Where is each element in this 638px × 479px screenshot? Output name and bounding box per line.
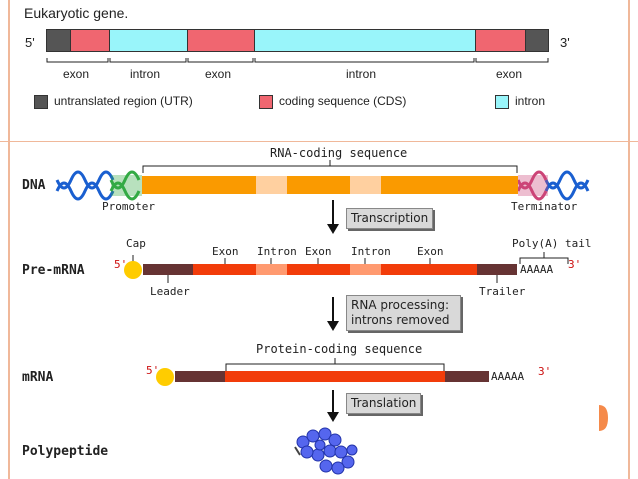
right-frame-line — [628, 0, 630, 479]
premrna-exon-1 — [193, 264, 256, 275]
premrna-intron-1 — [256, 264, 287, 275]
promoter-label: Promoter — [102, 200, 155, 213]
mrna-five-prime: 5' — [146, 364, 160, 377]
translation-label: Translation — [346, 393, 422, 414]
polypeptide-label: Polypeptide — [22, 444, 109, 459]
legend-utr-swatch — [34, 95, 48, 109]
polya-tail-label: Poly(A) tail — [512, 237, 592, 250]
rna-coding-bracket — [142, 160, 518, 173]
legend-utr-label: untranslated region (UTR) — [54, 94, 193, 108]
rna-coding-label: RNA-coding sequence — [270, 146, 408, 160]
protein-coding-label: Protein-coding sequence — [256, 342, 423, 356]
protein-coding-bracket — [225, 358, 445, 372]
segment-label-exon-3: exon — [496, 67, 523, 81]
mrna-label: mRNA — [22, 370, 54, 385]
section-divider — [0, 141, 638, 142]
utr-3-segment — [525, 29, 549, 52]
premrna-exon-2 — [287, 264, 350, 275]
slide-nav-tab-icon — [599, 405, 608, 431]
mrna-trailer — [445, 371, 489, 382]
trailer-label: Trailer — [479, 285, 526, 298]
dna-helix-left-icon — [55, 170, 115, 201]
left-frame-line — [8, 0, 10, 479]
premrna-label: Pre-mRNA — [22, 263, 85, 278]
segment-label-intron-2: intron — [346, 67, 377, 81]
mrna-polya: AAAAA — [491, 370, 525, 383]
terminator-helix-icon — [516, 170, 548, 201]
premrna-three-prime: 3' — [568, 258, 582, 271]
transcription-label: Transcription — [346, 208, 434, 229]
cap-label: Cap — [126, 237, 146, 250]
mrna-three-prime: 3' — [538, 365, 552, 378]
premrna-exon-1-label: Exon — [212, 245, 239, 258]
rna-processing-label: RNA processing: introns removed — [346, 295, 461, 331]
legend-cds-label: coding sequence (CDS) — [279, 94, 407, 108]
premrna-five-prime: 5' — [114, 258, 128, 271]
promoter-helix-icon — [109, 170, 142, 201]
premrna-trailer — [477, 264, 517, 275]
leader-label: Leader — [150, 285, 190, 298]
rna-processing-line-1: RNA processing: — [351, 298, 450, 312]
rna-processing-line-2: introns removed — [351, 313, 450, 327]
mrna-coding — [225, 371, 445, 382]
polypeptide-icon — [296, 427, 358, 475]
segment-label-intron-1: intron — [130, 67, 161, 81]
dna-intron-1 — [256, 176, 287, 194]
premrna-exon-3 — [381, 264, 477, 275]
premrna-intron-2-label: Intron — [351, 245, 391, 258]
dna-label: DNA — [22, 178, 46, 193]
segment-label-exon-1: exon — [63, 67, 90, 81]
mrna-cap-icon — [156, 368, 174, 386]
segment-label-exon-2: exon — [205, 67, 232, 81]
premrna-cap-icon — [124, 261, 142, 279]
premrna-intron-1-label: Intron — [257, 245, 297, 258]
three-prime-label: 3' — [560, 35, 570, 50]
legend-intron-swatch — [495, 95, 509, 109]
dna-coding-bar — [142, 176, 518, 194]
terminator-label: Terminator — [511, 200, 578, 213]
premrna-polya: AAAAA — [520, 263, 554, 276]
dna-intron-2 — [350, 176, 381, 194]
mrna-leader — [175, 371, 225, 382]
premrna-leader — [143, 264, 193, 275]
premrna-exon-2-label: Exon — [305, 245, 332, 258]
legend-intron-label: intron — [515, 94, 546, 108]
legend-cds-swatch — [259, 95, 273, 109]
premrna-exon-3-label: Exon — [417, 245, 444, 258]
dna-helix-right-icon — [544, 170, 590, 201]
gene-title: Eukaryotic gene. — [24, 5, 129, 21]
premrna-intron-2 — [350, 264, 381, 275]
five-prime-label: 5' — [25, 35, 35, 50]
